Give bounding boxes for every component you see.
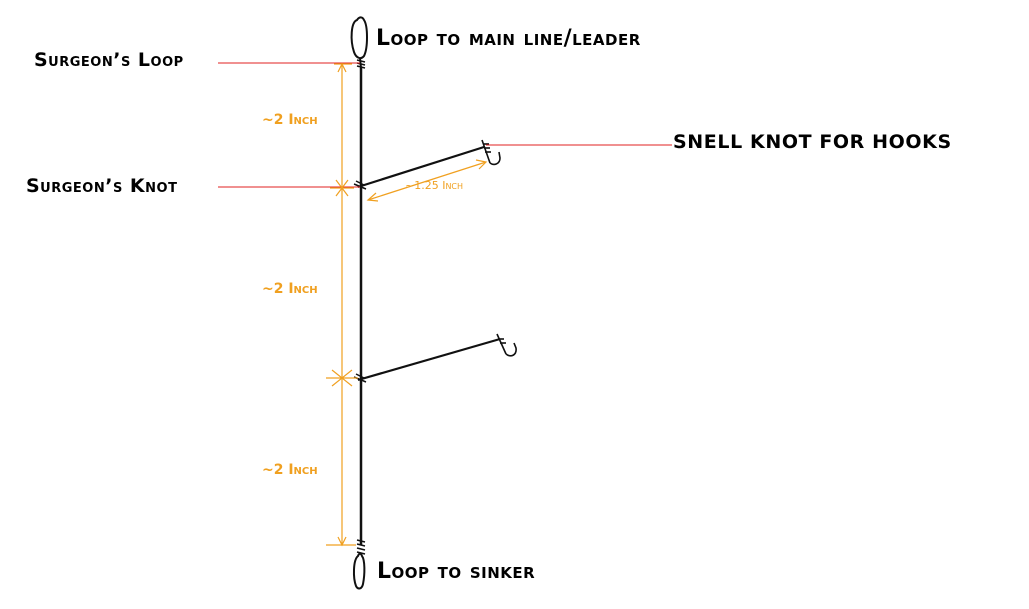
snell-knot-label: SNELL KNOT FOR HOOKS: [673, 131, 952, 153]
dim-top-label: ~2 Inch: [262, 112, 318, 128]
dim-dropper: [367, 161, 487, 201]
upper-dropper-line: [357, 145, 485, 189]
dimension-lines: [326, 62, 488, 547]
dim-dropper-label: ~1.25 Inch: [405, 179, 464, 192]
leader-lines: [218, 62, 672, 188]
surgeons-loop-label: Surgeon’s Loop: [34, 49, 184, 71]
dim-bottom-label: ~2 Inch: [262, 462, 318, 478]
dim-middle-label: ~2 Inch: [262, 281, 318, 297]
loop-main-label: Loop to main line/leader: [376, 26, 641, 51]
loop-sinker-label: Loop to sinker: [377, 559, 536, 584]
lower-dropper-line: [357, 337, 501, 382]
upper-hook-icon: [481, 139, 501, 166]
bottom-knot-wraps: [356, 539, 366, 555]
lower-hook-icon: [496, 333, 517, 357]
surgeons-knot-label: Surgeon’s Knot: [26, 175, 178, 197]
bottom-loop-icon: [352, 552, 366, 590]
surgeons-loop-wraps: [356, 59, 366, 69]
